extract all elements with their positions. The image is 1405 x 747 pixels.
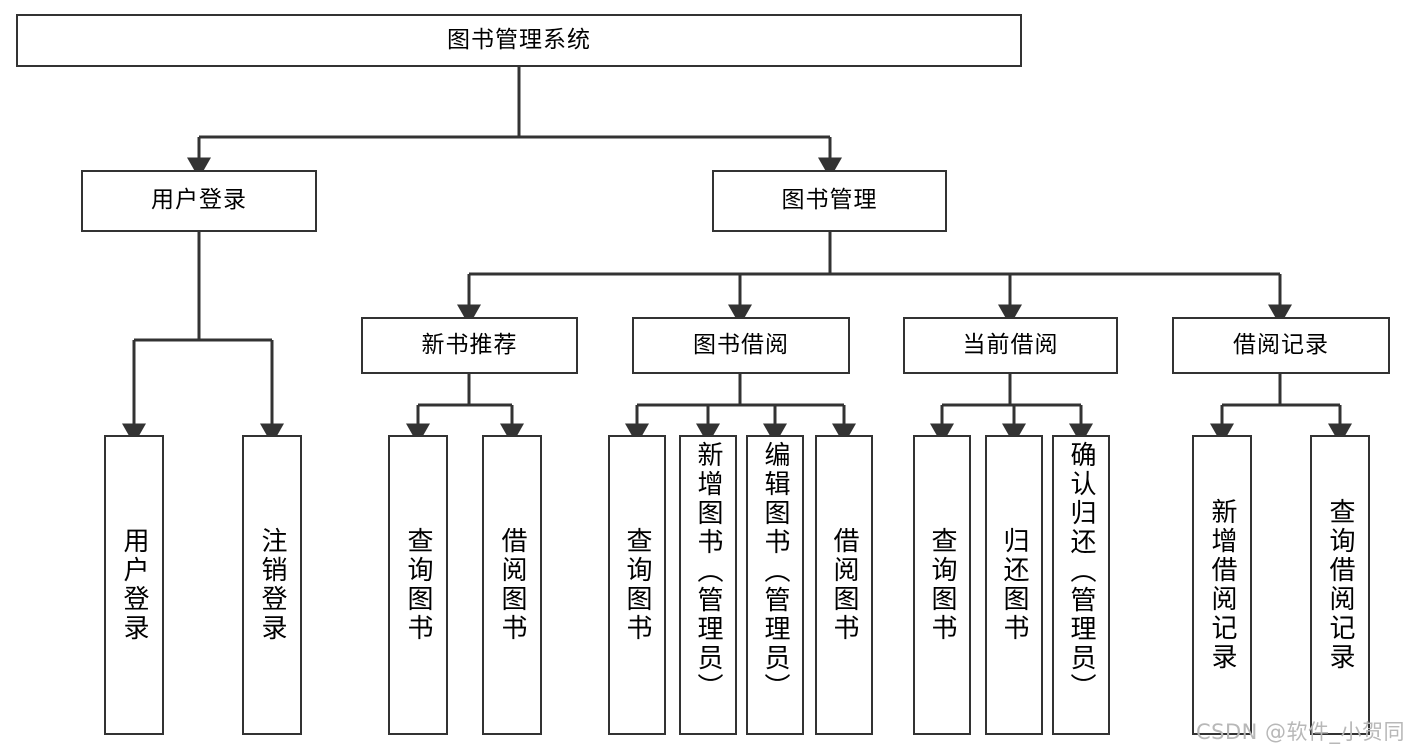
node-leaf-add-book[interactable]: 新增图书（管理员） <box>679 435 737 735</box>
node-leaf-query-book-2-label: 查询图书 <box>622 527 652 643</box>
node-leaf-query-record[interactable]: 查询借阅记录 <box>1310 435 1370 735</box>
node-current-borrow[interactable]: 当前借阅 <box>903 317 1118 374</box>
node-book-management[interactable]: 图书管理 <box>712 170 947 232</box>
node-root-label: 图书管理系统 <box>447 26 591 53</box>
node-leaf-edit-book-label: 编辑图书（管理员） <box>760 441 790 702</box>
node-leaf-borrow-book-2[interactable]: 借阅图书 <box>815 435 873 735</box>
node-book-borrow-label: 图书借阅 <box>693 331 789 358</box>
watermark: CSDN @软件_小贺同学 <box>1196 716 1405 746</box>
node-user-login[interactable]: 用户登录 <box>81 170 317 232</box>
node-leaf-borrow-book-2-label: 借阅图书 <box>829 527 859 643</box>
node-book-management-label: 图书管理 <box>781 187 878 214</box>
node-new-book-recommend[interactable]: 新书推荐 <box>361 317 578 374</box>
node-leaf-query-book-3-label: 查询图书 <box>927 527 957 643</box>
node-borrow-record[interactable]: 借阅记录 <box>1172 317 1390 374</box>
node-leaf-confirm-return-label: 确认归还（管理员） <box>1066 441 1096 702</box>
node-leaf-logout[interactable]: 注销登录 <box>242 435 302 735</box>
node-leaf-edit-book[interactable]: 编辑图书（管理员） <box>746 435 804 735</box>
watermark-text: CSDN @软件_小贺同学 <box>1196 720 1405 744</box>
node-leaf-borrow-book-1-label: 借阅图书 <box>497 527 527 643</box>
node-current-borrow-label: 当前借阅 <box>962 331 1059 358</box>
node-leaf-query-record-label: 查询借阅记录 <box>1325 498 1355 672</box>
node-leaf-add-record-label: 新增借阅记录 <box>1207 498 1237 672</box>
node-leaf-logout-label: 注销登录 <box>257 527 287 643</box>
node-leaf-return-book-label: 归还图书 <box>999 527 1029 643</box>
node-leaf-return-book[interactable]: 归还图书 <box>985 435 1043 735</box>
node-leaf-query-book-2[interactable]: 查询图书 <box>608 435 666 735</box>
node-new-book-recommend-label: 新书推荐 <box>421 331 518 358</box>
node-leaf-borrow-book-1[interactable]: 借阅图书 <box>482 435 542 735</box>
node-root[interactable]: 图书管理系统 <box>16 14 1022 67</box>
node-book-borrow[interactable]: 图书借阅 <box>632 317 850 374</box>
node-leaf-query-book-3[interactable]: 查询图书 <box>913 435 971 735</box>
node-leaf-user-login[interactable]: 用户登录 <box>104 435 164 735</box>
node-leaf-confirm-return[interactable]: 确认归还（管理员） <box>1052 435 1110 735</box>
node-leaf-query-book-1-label: 查询图书 <box>403 527 433 643</box>
node-leaf-query-book-1[interactable]: 查询图书 <box>388 435 448 735</box>
node-borrow-record-label: 借阅记录 <box>1233 331 1329 358</box>
node-user-login-label: 用户登录 <box>151 187 247 214</box>
node-leaf-add-book-label: 新增图书（管理员） <box>693 441 723 702</box>
node-leaf-user-login-label: 用户登录 <box>119 527 149 643</box>
node-leaf-add-record[interactable]: 新增借阅记录 <box>1192 435 1252 735</box>
